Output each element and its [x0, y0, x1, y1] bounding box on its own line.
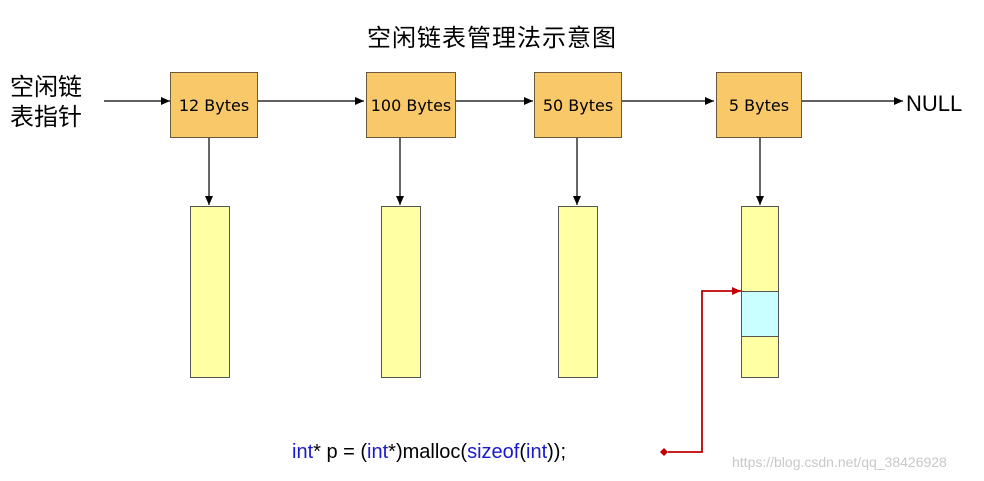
memory-block-3	[558, 206, 598, 378]
malloc-pointer-tail-icon	[660, 448, 668, 456]
free-node-2: 100 Bytes	[366, 72, 456, 138]
free-node-3: 50 Bytes	[534, 72, 622, 138]
free-node-4: 5 Bytes	[716, 72, 802, 138]
watermark-url: https://blog.csdn.net/qq_38426928	[732, 454, 947, 470]
code-token-4: *)malloc(	[388, 441, 468, 463]
allocated-int-region	[742, 291, 778, 337]
code-token-sizeof: sizeof	[467, 441, 520, 463]
code-token-int-3: int	[526, 441, 548, 463]
memory-block-2	[381, 206, 421, 378]
code-token-int-1: int	[292, 441, 314, 463]
code-token-6: (	[519, 441, 526, 463]
malloc-pointer-arrow	[668, 287, 741, 453]
free-list-pointer-label: 空闲链表指针	[10, 73, 82, 131]
memory-block-1	[190, 206, 230, 378]
diagram-title: 空闲链表管理法示意图	[367, 24, 617, 52]
memory-block-4	[741, 206, 779, 378]
code-token-int-2: int	[367, 441, 389, 463]
malloc-code-line: int* p = (int*)malloc(sizeof(int));	[292, 441, 566, 464]
code-token-2: * p = (	[313, 441, 368, 463]
free-node-1: 12 Bytes	[170, 72, 258, 138]
null-terminator-label: NULL	[906, 91, 963, 116]
code-token-8: ));	[547, 441, 567, 463]
